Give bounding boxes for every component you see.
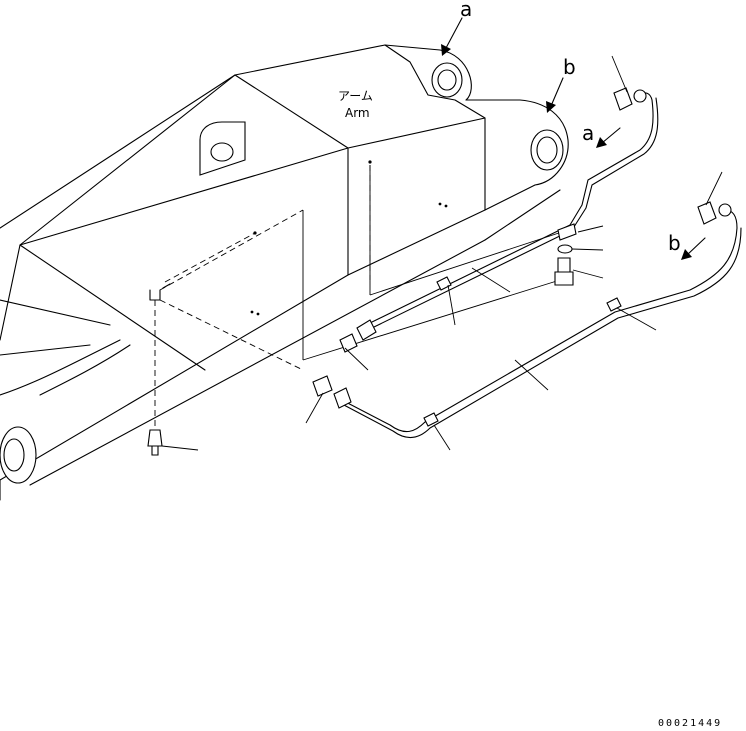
callout-arrows xyxy=(441,17,706,260)
lower-hose-assembly xyxy=(147,201,742,456)
mounting-plates xyxy=(302,165,569,361)
callout-b-top: b xyxy=(563,55,576,79)
arm-body xyxy=(0,44,569,501)
callout-b-arrow: b xyxy=(668,231,681,255)
arm-label-jp: アーム xyxy=(338,89,373,103)
leader-lines xyxy=(161,55,723,451)
upper-hose-assembly xyxy=(339,87,659,353)
drawing-code: 00021449 xyxy=(658,718,722,729)
callout-a-arrow: a xyxy=(582,121,594,145)
arm-label-en: Arm xyxy=(345,106,370,120)
clip-bracket xyxy=(149,283,171,301)
dashed-routing xyxy=(154,165,371,435)
callout-a-top: a xyxy=(460,0,472,21)
